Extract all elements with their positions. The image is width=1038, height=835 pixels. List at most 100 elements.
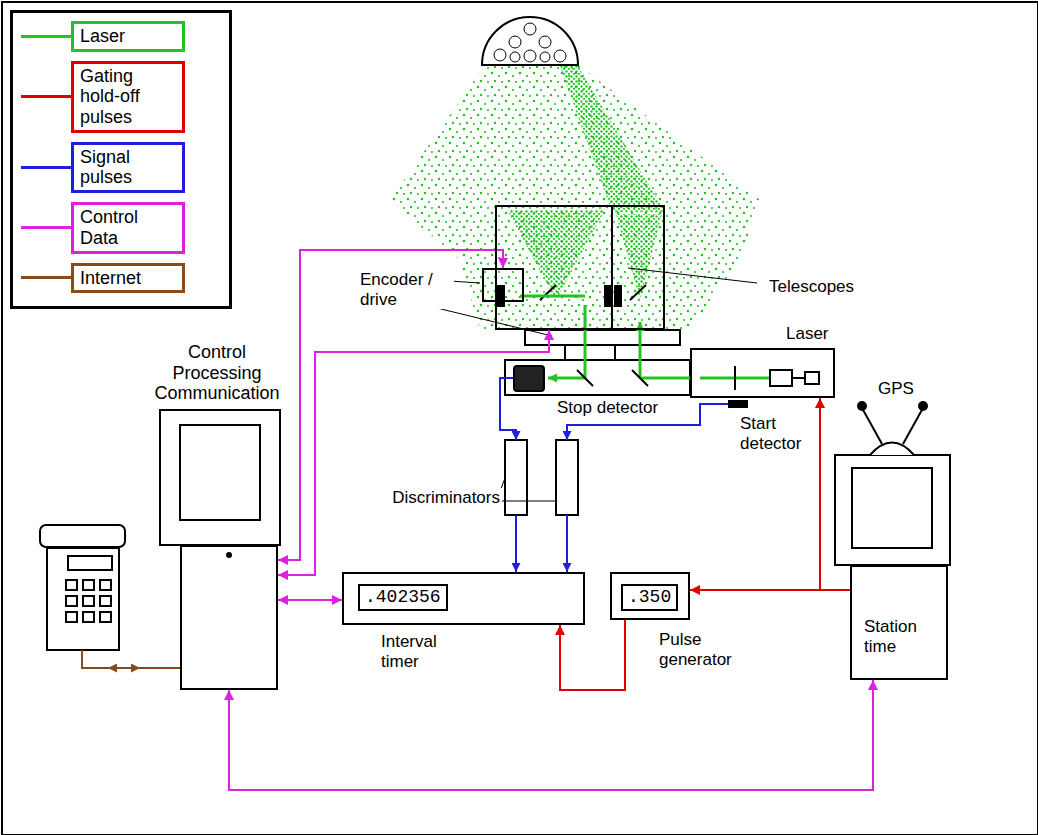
legend-text: Internet: [71, 263, 185, 294]
station-computer: [835, 455, 950, 565]
station-computer: [858, 402, 866, 410]
signal-wire: [500, 378, 728, 572]
legend-swatch: [21, 95, 71, 98]
gating-pulse-line: [560, 620, 625, 690]
start-detector: Start detector: [728, 400, 748, 408]
node-label: Stop detector: [555, 398, 660, 418]
internet-wire: [128, 667, 140, 669]
laser-beam-path: [632, 370, 648, 386]
satellite: [482, 17, 578, 65]
telephone: [47, 548, 119, 650]
control-data-line: [278, 599, 342, 601]
discriminator-box: [556, 440, 578, 515]
antenna-label: GPS: [876, 379, 916, 399]
legend-text: Gating hold-off pulses: [71, 61, 185, 133]
station-computer: [862, 408, 882, 444]
pulse-generator: .350Pulse generator: [610, 572, 690, 620]
discriminator-box: [505, 440, 578, 515]
satellite: [554, 50, 566, 62]
leader-line: [628, 268, 757, 283]
laser-internals: [805, 372, 819, 384]
leader-line: [499, 501, 556, 502]
legend-box: LaserGating hold-off pulsesSignal pulses…: [10, 10, 232, 309]
encoder-box: Encoder / drive: [482, 268, 524, 302]
legend-swatch: [21, 226, 71, 229]
computer-case: Control Processing Communication: [180, 545, 278, 690]
laser-internals: [770, 370, 792, 386]
satellite: [539, 36, 551, 48]
telescope-body: [630, 285, 646, 300]
leader-line: [404, 268, 757, 501]
legend-text: Control Data: [71, 202, 185, 253]
legend-entry: Gating hold-off pulses: [21, 61, 221, 133]
discriminator-box: [505, 440, 527, 515]
telephone: [40, 525, 125, 650]
control-data-line: [278, 250, 503, 560]
telephone: [66, 580, 77, 590]
legend-entry: Signal pulses: [21, 142, 221, 193]
telescope-body: [497, 207, 690, 395]
internet-wire: [82, 650, 180, 668]
telephone: [100, 580, 111, 590]
telephone: [100, 612, 111, 622]
legend-entry: Control Data: [21, 202, 221, 253]
telephone: [66, 612, 77, 622]
computer-monitor: [227, 553, 231, 557]
part-label: Discriminators: [386, 488, 502, 508]
telescope-body: [604, 285, 612, 307]
telephone: [40, 525, 125, 547]
node-label: Laser: [784, 324, 831, 344]
telescope-body: [505, 360, 690, 395]
node-label: Encoder / drive: [358, 270, 454, 309]
telescope-body: [611, 207, 613, 328]
node-label: Control Processing Communication: [142, 342, 292, 404]
laser-spray: [507, 210, 605, 300]
interval-timer: .402356Interval timer: [342, 572, 585, 625]
signal-wire: [566, 515, 568, 572]
laser-beam-path: [548, 377, 585, 380]
legend-text: Signal pulses: [71, 142, 185, 193]
laser-beam-path: [577, 370, 593, 386]
laser-beam-path: [642, 377, 690, 380]
station-computer: [835, 402, 950, 565]
stop-detector: Stop detector: [513, 365, 545, 392]
node-label: Pulse generator: [657, 630, 739, 669]
laser-beam-path: [520, 295, 585, 298]
node-label: Telescopes: [767, 277, 856, 297]
laser-beam-path: [639, 322, 642, 378]
satellite: [494, 49, 506, 61]
satellite: [482, 17, 578, 65]
telescope-body: [614, 285, 622, 307]
satellite: [509, 36, 521, 48]
telephone: [66, 596, 77, 606]
display-readout: .350: [621, 584, 678, 611]
satellite: [524, 23, 536, 35]
gating-pulse-line: [820, 398, 850, 590]
control-data-line: [278, 330, 549, 575]
laser-internals: [734, 366, 736, 390]
telephone: [68, 556, 112, 570]
laser-spray: [560, 66, 665, 212]
legend-swatch: [21, 166, 71, 169]
legend-swatch: [21, 35, 71, 38]
legend-entry: Laser: [21, 21, 221, 52]
station-computer: [919, 402, 927, 410]
telescope-body: [497, 285, 505, 307]
telescope-body: [540, 285, 556, 300]
legend-swatch: [21, 276, 71, 279]
display-readout: .402356: [358, 584, 448, 611]
computer-monitor: [180, 425, 260, 520]
node-label: Interval timer: [379, 632, 445, 671]
station-computer: [903, 408, 923, 444]
computer-monitor: [160, 410, 280, 545]
station-computer: [852, 468, 932, 548]
internet-wire: [82, 650, 180, 668]
node-label: Start detector: [738, 414, 817, 453]
satellite: [510, 52, 520, 62]
telephone: [83, 596, 94, 606]
satellite: [540, 52, 550, 62]
legend-text: Laser: [71, 21, 185, 52]
station-time-case: Station time: [850, 565, 948, 680]
laser-spray: [616, 214, 662, 300]
laser-internals: [792, 377, 805, 379]
